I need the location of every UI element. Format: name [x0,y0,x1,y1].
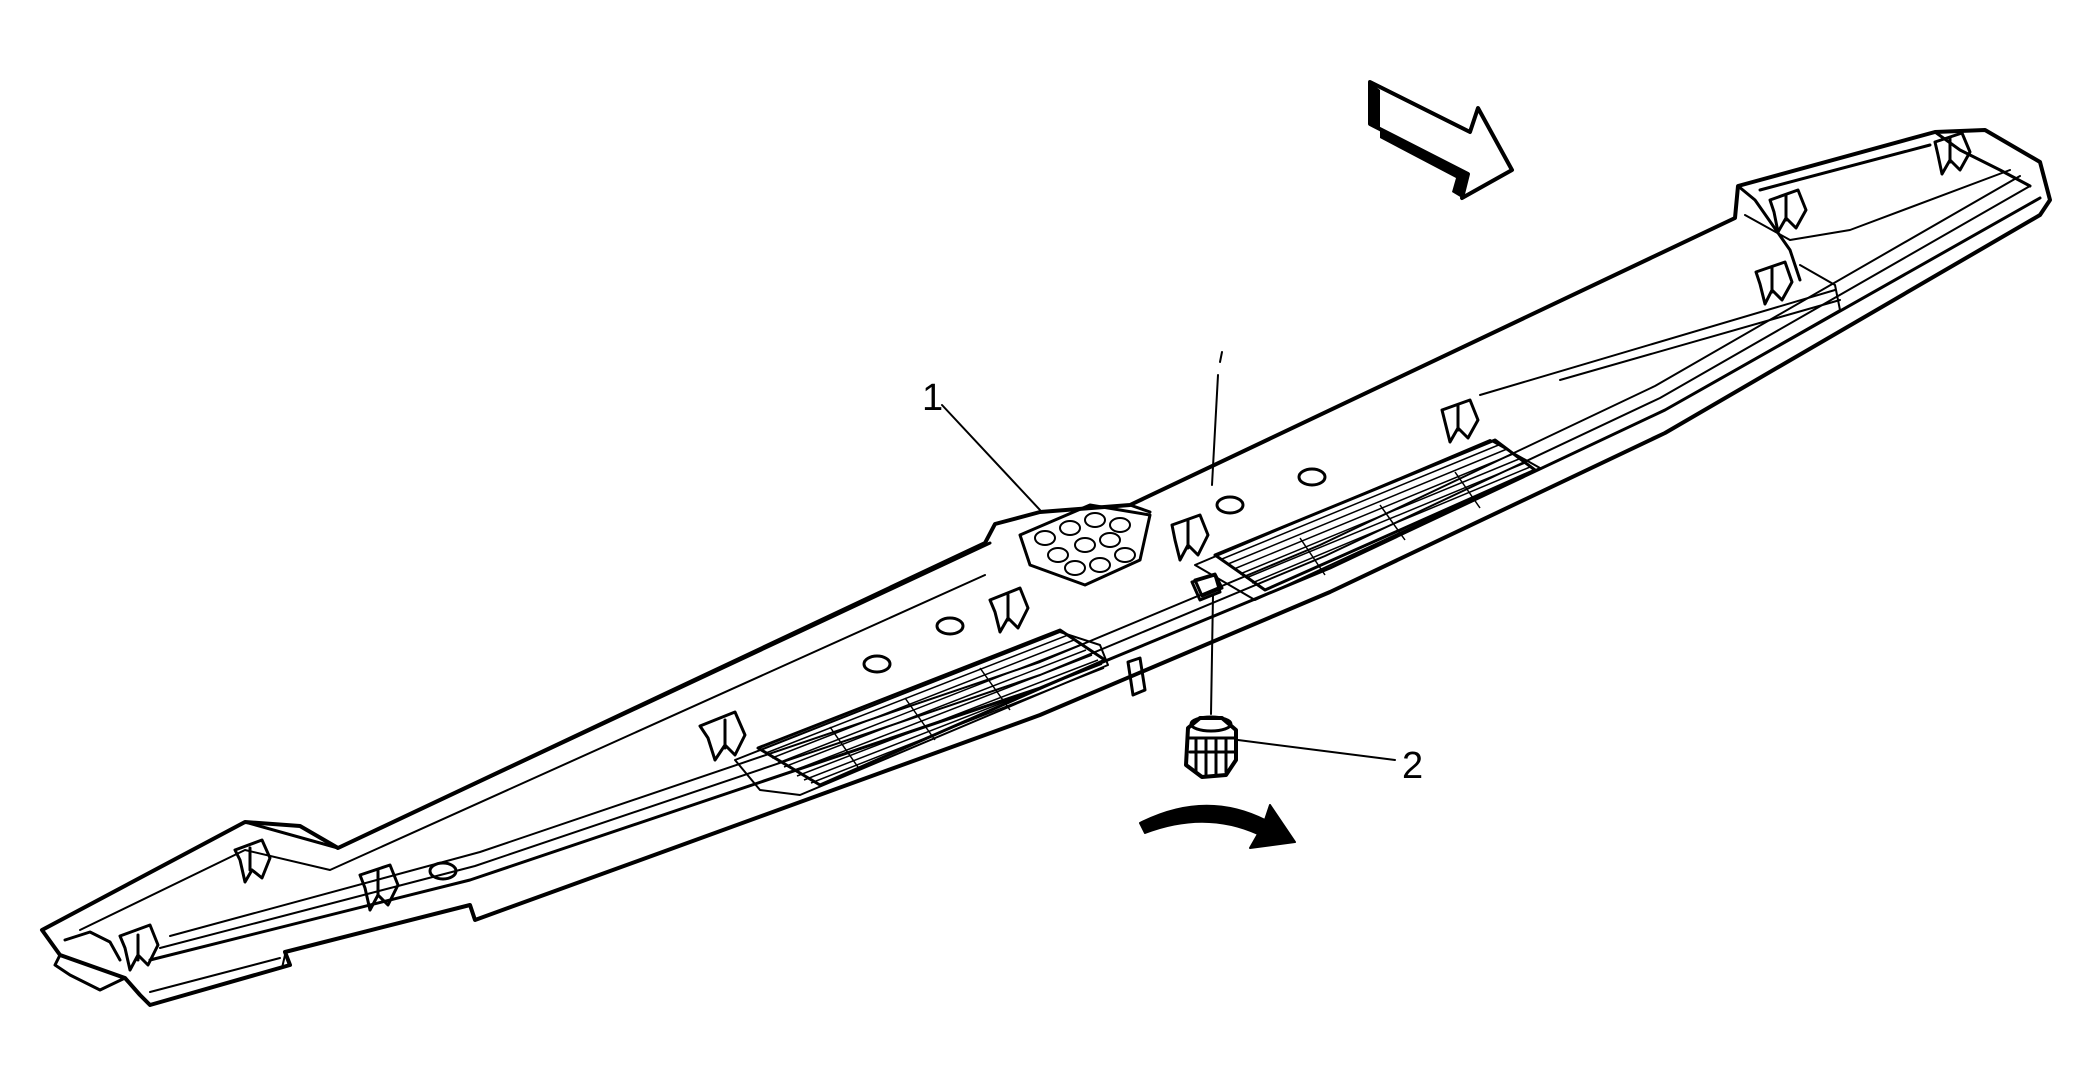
centerline-upper [1211,374,1219,486]
rotate-clockwise-arrow-icon [1139,804,1296,849]
center-speaker-grille [1018,503,1152,587]
hole-3 [935,616,965,636]
panel-top-inner-line [79,574,986,931]
panel-right-end [1736,130,2032,282]
leader-lines [941,351,1396,761]
panel-left-end-lower [149,954,286,1006]
callout-label-1: 1 [922,377,943,419]
retaining-clips [118,131,1972,972]
centerline-dash-top [1219,351,1223,363]
instrument-panel-upper-trim [40,128,2052,1007]
panel-right-end-inner [1699,169,2011,391]
panel-center-bump [983,503,1152,545]
clip-right-1 [1440,398,1480,444]
panel-outline [40,128,2052,1007]
hole-4 [1215,495,1245,515]
leader-callout-1 [941,404,1041,511]
panel-right-rear-line [1479,289,1841,396]
left-defroster-grille [734,628,1109,796]
hole-1 [428,861,458,881]
clip-left-1 [358,863,400,912]
mounting-holes [428,467,1327,881]
clip-left-2 [698,710,747,762]
clip-right-end-2 [1933,131,1972,176]
clip-center-left [988,586,1030,634]
clip-right-2 [1754,260,1794,306]
hole-2 [862,654,892,674]
sensor-component [1184,715,1238,779]
leader-callout-2 [1237,739,1396,761]
panel-left-end [40,928,127,992]
panel-rear-edge [243,541,992,850]
clip-right-end-1 [1768,188,1808,234]
clip-center-right [1170,513,1210,562]
panel-front-edge-inner-2 [169,175,2021,937]
hole-5 [1297,467,1327,487]
panel-front-edge-inner [159,185,2031,949]
left-grille-bezel [734,631,1109,796]
right-defroster-grille [1194,438,1541,601]
centerline-lower [1210,594,1214,715]
clip-left-end-1 [233,838,272,884]
speaker-grille-outline [1018,503,1152,587]
clip-left-end-2 [118,923,160,972]
right-grille-bezel [1194,439,1541,601]
forward-direction-arrow-icon [1368,80,1514,200]
clip-center-post [1126,656,1147,697]
sensor-mounting-hole [1193,572,1224,598]
callout-label-2: 2 [1402,745,1423,787]
